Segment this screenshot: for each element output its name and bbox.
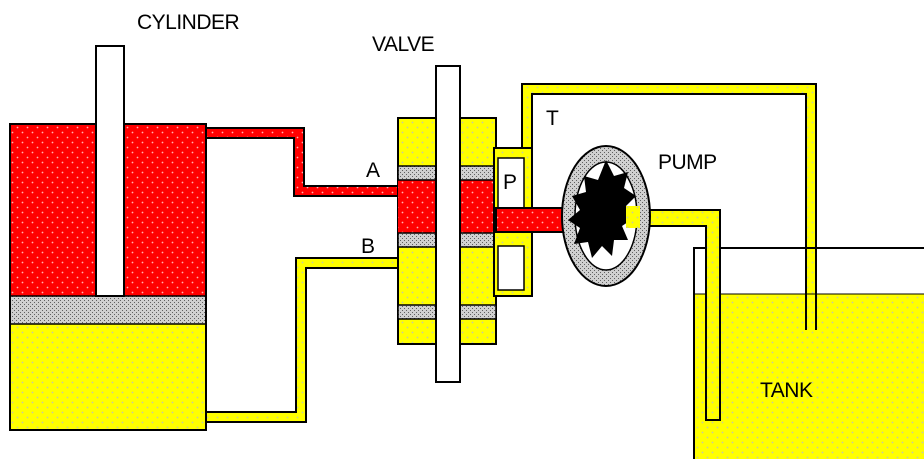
tank-label: TANK — [760, 379, 813, 402]
cylinder-lower-chamber — [10, 324, 206, 430]
pump — [561, 145, 651, 287]
tank-fluid — [694, 294, 924, 459]
cylinder — [9, 45, 207, 431]
valve-p-chamber — [497, 157, 525, 213]
pump-gear — [568, 160, 636, 258]
valve-t-chamber — [497, 245, 525, 291]
valve-spool-rod — [435, 65, 461, 383]
pipe-b — [205, 257, 399, 423]
cylinder-label: CYLINDER — [137, 11, 240, 34]
port-p-label: P — [503, 171, 517, 194]
pump-label: PUMP — [658, 151, 717, 174]
cylinder-piston — [10, 296, 206, 324]
port-b-label: B — [361, 235, 375, 258]
port-t-label: T — [546, 107, 559, 130]
cylinder-rod — [95, 45, 125, 297]
tank-wall — [693, 247, 924, 459]
valve-label: VALVE — [372, 33, 435, 56]
tank — [693, 247, 924, 459]
port-a-label: A — [366, 159, 380, 182]
